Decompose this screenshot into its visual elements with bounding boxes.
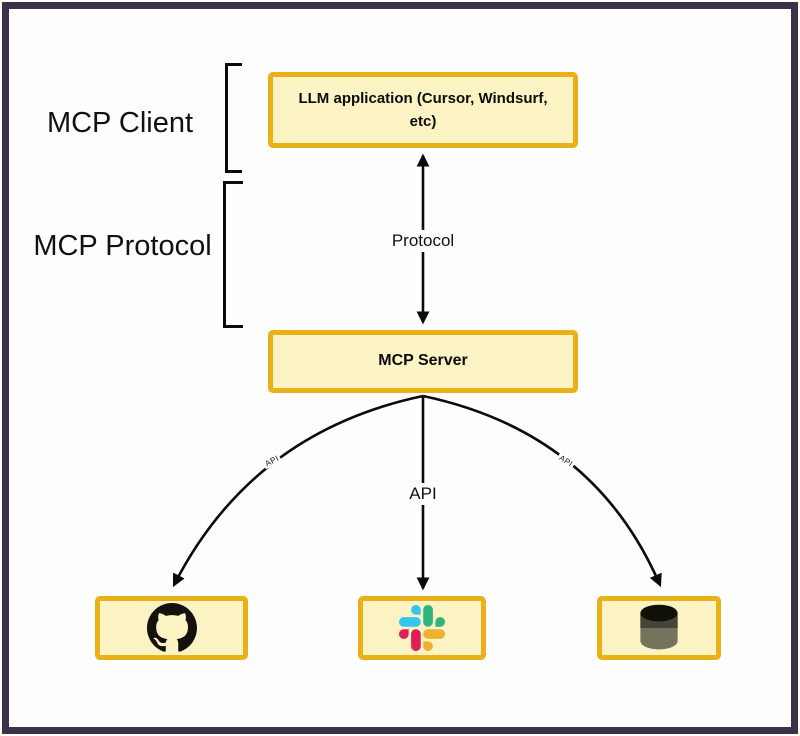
database-tool-node [597,596,721,660]
slack-tool-node [358,596,486,660]
client-bracket [225,63,242,173]
llm-application-label: LLM application (Cursor, Windsurf, etc) [298,89,548,130]
api-center-edge-label: API [405,483,441,505]
mcp-server-label: MCP Server [378,352,468,370]
llm-application-node: LLM application (Cursor, Windsurf, etc) [268,72,578,148]
github-tool-node [95,596,248,660]
mcp-server-node: MCP Server [268,330,578,393]
protocol-edge-label: Protocol [387,230,459,252]
protocol-bracket [223,181,243,328]
slack-icon [399,605,445,651]
mcp-protocol-label: MCP Protocol [33,230,212,262]
github-icon [146,603,197,652]
mcp-client-label: MCP Client [46,107,194,139]
database-icon [640,604,678,650]
